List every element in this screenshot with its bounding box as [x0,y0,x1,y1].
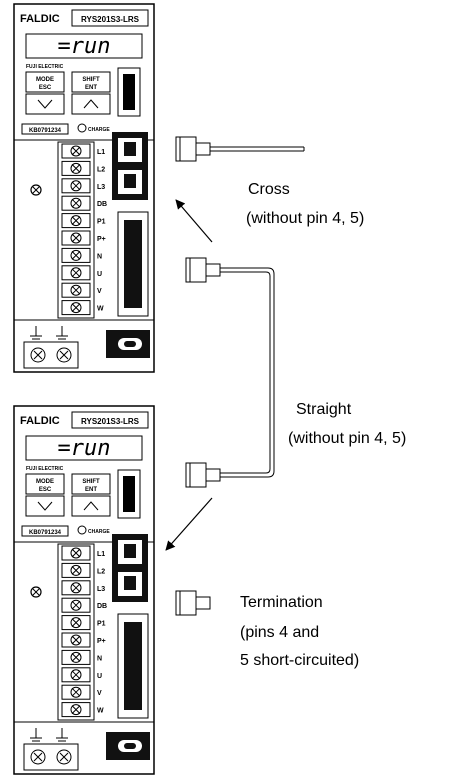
terminal-w: W [61,702,104,718]
brand-label: FALDIC [20,13,60,25]
terminal-l1: L1 [61,545,105,561]
terminal-label: P1 [97,219,106,226]
straight-note: (without pin 4, 5) [288,430,406,447]
svg-text:MODE: MODE [36,479,54,485]
mode-esc-key[interactable] [25,71,65,93]
terminal-label: W [97,306,104,313]
terminal-l2: L2 [61,160,105,176]
terminal-db: DB [61,597,107,613]
terminal-n: N [61,649,102,665]
seven-segment-display: =run [58,34,111,59]
down-key[interactable] [25,93,65,115]
terminal-l3: L3 [61,178,105,194]
termination-label: Termination [240,594,323,611]
svg-text:ENT: ENT [85,487,97,493]
terminal-label: L3 [97,586,105,593]
brand-label: FALDIC [20,415,60,427]
terminal-label: L2 [97,568,105,575]
terminal-w: W [61,300,104,316]
terminal-v: V [61,684,102,700]
terminal-label: N [97,253,102,260]
svg-text:SHIFT: SHIFT [82,479,100,485]
terminal-pplus: P+ [61,230,106,246]
terminal-label: U [97,271,102,278]
terminal-label: V [97,690,102,697]
chevron-down-icon [37,501,53,511]
charge-label: CHARGE [88,127,110,133]
model-label: RYS201S3-LRS [81,15,140,24]
termination-note-2: 5 short-circuited) [240,652,359,669]
terminal-n: N [61,247,102,263]
charge-lamp [77,525,87,535]
terminal-label: U [97,673,102,680]
charge-label: CHARGE [88,529,110,535]
terminal-l1: L1 [61,143,105,159]
maker-label: FUJI ELECTRIC [26,466,64,472]
terminal-u: U [61,667,102,683]
terminal-label: L1 [97,551,105,558]
terminal-label: DB [97,603,107,610]
terminal-db: DB [61,195,107,211]
terminal-label: DB [97,201,107,208]
chevron-down-icon [37,99,53,109]
down-key[interactable] [25,495,65,517]
terminal-label: V [97,288,102,295]
svg-text:ESC: ESC [39,487,52,493]
svg-text:MODE: MODE [36,77,54,83]
terminal-label: L3 [97,184,105,191]
mode-esc-key[interactable] [25,473,65,495]
svg-text:ESC: ESC [39,85,52,91]
terminal-label: P+ [97,638,106,645]
chevron-up-icon [83,501,99,511]
serial-label: KB0791234 [29,530,62,536]
terminal-label: P1 [97,621,106,628]
terminal-label: W [97,708,104,715]
svg-text:ENT: ENT [85,85,97,91]
seven-segment-display: =run [58,436,111,461]
cross-cable [175,136,305,162]
ground-symbols [30,326,68,340]
arrow-to-bottom-unit [165,497,213,551]
termination-plug [175,590,211,616]
servo-amplifier-bottom: FALDIC RYS201S3-LRS =run FUJI ELECTRIC M… [13,405,155,775]
terminal-label: L2 [97,166,105,173]
terminal-pplus: P+ [61,632,106,648]
termination-note-1: (pins 4 and [240,624,319,641]
terminal-l3: L3 [61,580,105,596]
ground-symbols [30,728,68,742]
chevron-up-icon [83,99,99,109]
cross-label: Cross [248,181,290,198]
terminal-v: V [61,282,102,298]
terminal-l2: L2 [61,562,105,578]
terminal-label: P+ [97,236,106,243]
terminal-label: N [97,655,102,662]
terminal-u: U [61,265,102,281]
terminal-p1: P1 [61,615,106,631]
model-label: RYS201S3-LRS [81,417,140,426]
up-key[interactable] [71,93,111,115]
svg-text:SHIFT: SHIFT [82,77,100,83]
charge-lamp [77,123,87,133]
servo-amplifier-top: FALDIC RYS201S3-LRS =run FUJI ELECTRIC M… [13,3,155,373]
straight-cable [185,257,275,488]
terminal-p1: P1 [61,213,106,229]
terminal-label: L1 [97,149,105,156]
shift-ent-key[interactable] [71,71,111,93]
cross-note: (without pin 4, 5) [246,210,364,227]
maker-label: FUJI ELECTRIC [26,64,64,70]
serial-label: KB0791234 [29,128,62,134]
arrow-to-top-unit [175,199,213,243]
straight-label: Straight [296,401,352,418]
up-key[interactable] [71,495,111,517]
shift-ent-key[interactable] [71,473,111,495]
